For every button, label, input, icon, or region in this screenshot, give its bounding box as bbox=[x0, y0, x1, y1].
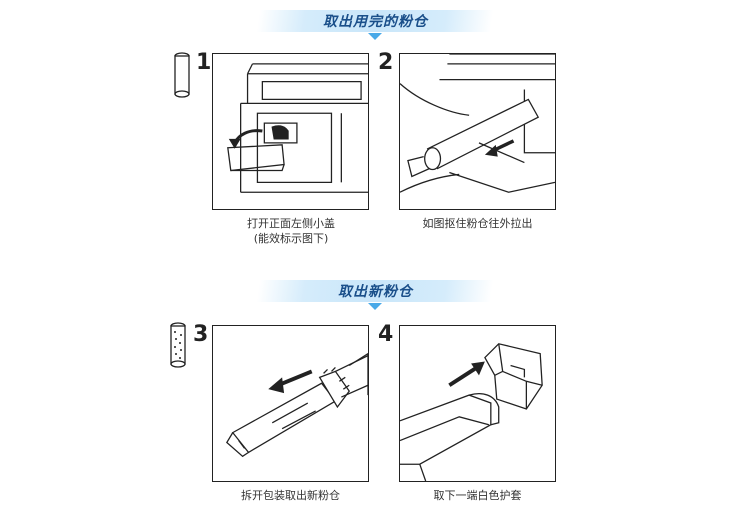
caption-line: 拆开包装取出新粉仓 bbox=[241, 489, 340, 502]
caption-line: (能效标示图下) bbox=[253, 232, 329, 245]
pull-toner-drawing bbox=[400, 54, 555, 193]
step-2-illustration bbox=[399, 53, 556, 210]
step-number: 4 bbox=[378, 322, 394, 347]
banner-pointer bbox=[368, 33, 382, 40]
banner-pointer bbox=[368, 303, 382, 310]
section-title: 取出用完的粉仓 bbox=[322, 14, 428, 30]
caption-line: 打开正面左侧小盖 bbox=[247, 217, 335, 230]
step-1-caption: 打开正面左侧小盖 (能效标示图下) bbox=[220, 216, 362, 246]
empty-toner-icon bbox=[174, 52, 190, 98]
section-title: 取出新粉仓 bbox=[337, 284, 413, 300]
step-3-caption: 拆开包装取出新粉仓 bbox=[212, 488, 369, 503]
new-toner-icon bbox=[170, 322, 186, 368]
step-number: 1 bbox=[196, 50, 212, 75]
step-3-illustration bbox=[212, 325, 369, 482]
remove-cap-drawing bbox=[400, 343, 543, 481]
step-4-illustration bbox=[399, 325, 556, 482]
step-number: 3 bbox=[193, 322, 209, 347]
step-2-caption: 如图抠住粉仓往外拉出 bbox=[399, 216, 556, 231]
printer-front-cover-drawing bbox=[227, 63, 368, 193]
unpack-toner-drawing bbox=[225, 352, 368, 458]
caption-line: 如图抠住粉仓往外拉出 bbox=[422, 217, 533, 230]
section-banner-remove-used: 取出用完的粉仓 bbox=[256, 10, 494, 32]
section-banner-take-new: 取出新粉仓 bbox=[256, 280, 494, 302]
step-1-illustration bbox=[212, 53, 369, 210]
step-4-caption: 取下一端白色护套 bbox=[399, 488, 556, 503]
step-number: 2 bbox=[378, 50, 394, 75]
caption-line: 取下一端白色护套 bbox=[433, 489, 522, 502]
